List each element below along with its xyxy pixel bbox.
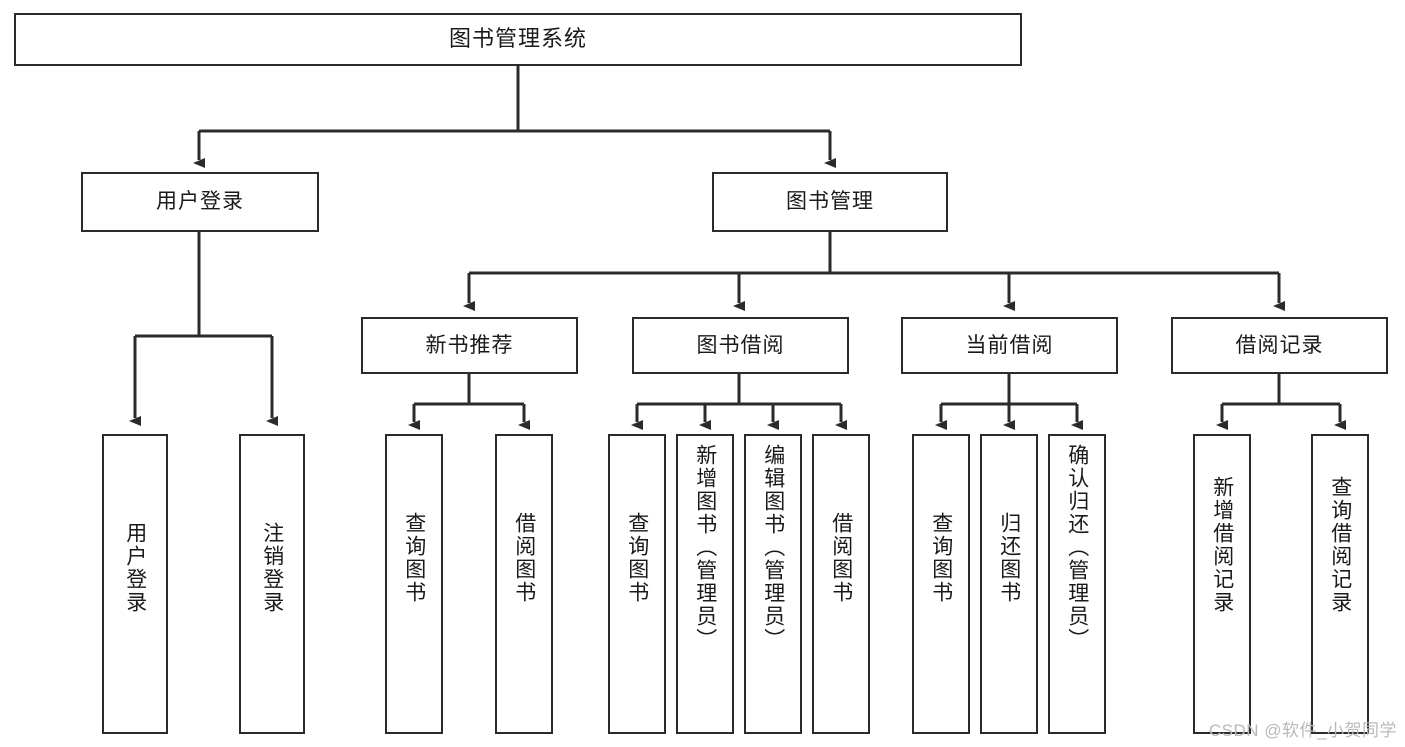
leaf-borrow-book-2[interactable]: 借阅图书 xyxy=(812,434,870,734)
node-user-login[interactable]: 用户登录 xyxy=(81,172,319,232)
node-book-manage[interactable]: 图书管理 xyxy=(712,172,948,232)
csdn-watermark: CSDN @软件_小贺同学 xyxy=(1208,721,1397,740)
leaf-query-record-label: 查询借阅记录 xyxy=(1328,476,1352,614)
node-new-book-recommend-label: 新书推荐 xyxy=(425,333,514,357)
leaf-query-book-2-label: 查询图书 xyxy=(625,512,649,604)
leaf-add-record-label: 新增借阅记录 xyxy=(1210,476,1234,614)
leaf-borrow-book-1[interactable]: 借阅图书 xyxy=(495,434,553,734)
leaf-query-book-3[interactable]: 查询图书 xyxy=(912,434,970,734)
node-new-book-recommend[interactable]: 新书推荐 xyxy=(361,317,578,374)
leaf-query-book-3-label: 查询图书 xyxy=(929,512,953,604)
node-borrow-record[interactable]: 借阅记录 xyxy=(1171,317,1388,374)
node-borrow-record-label: 借阅记录 xyxy=(1235,333,1324,357)
node-root-label: 图书管理系统 xyxy=(448,26,587,52)
leaf-borrow-book-2-label: 借阅图书 xyxy=(829,512,853,604)
node-root[interactable]: 图书管理系统 xyxy=(14,13,1022,66)
node-book-borrow[interactable]: 图书借阅 xyxy=(632,317,849,374)
leaf-query-book-2[interactable]: 查询图书 xyxy=(608,434,666,734)
leaf-add-book-label: 新增图书（管理员） xyxy=(693,444,717,651)
node-book-manage-label: 图书管理 xyxy=(786,190,874,214)
leaf-confirm-return-label: 确认归还（管理员） xyxy=(1065,444,1089,651)
leaf-confirm-return[interactable]: 确认归还（管理员） xyxy=(1048,434,1106,734)
leaf-query-book-1[interactable]: 查询图书 xyxy=(385,434,443,734)
leaf-user-login-label: 用户登录 xyxy=(123,522,147,614)
leaf-query-record[interactable]: 查询借阅记录 xyxy=(1311,434,1369,734)
leaf-return-book-label: 归还图书 xyxy=(997,512,1021,604)
leaf-borrow-book-1-label: 借阅图书 xyxy=(512,512,536,604)
leaf-add-book[interactable]: 新增图书（管理员） xyxy=(676,434,734,734)
node-book-borrow-label: 图书借阅 xyxy=(696,333,785,357)
leaf-query-book-1-label: 查询图书 xyxy=(402,512,426,604)
leaf-add-record[interactable]: 新增借阅记录 xyxy=(1193,434,1251,734)
leaf-edit-book-label: 编辑图书（管理员） xyxy=(761,444,785,651)
node-current-borrow-label: 当前借阅 xyxy=(965,333,1054,357)
node-user-login-label: 用户登录 xyxy=(156,190,244,214)
leaf-edit-book[interactable]: 编辑图书（管理员） xyxy=(744,434,802,734)
leaf-user-login[interactable]: 用户登录 xyxy=(102,434,168,734)
leaf-return-book[interactable]: 归还图书 xyxy=(980,434,1038,734)
node-current-borrow[interactable]: 当前借阅 xyxy=(901,317,1118,374)
leaf-logout[interactable]: 注销登录 xyxy=(239,434,305,734)
leaf-logout-label: 注销登录 xyxy=(260,522,284,614)
